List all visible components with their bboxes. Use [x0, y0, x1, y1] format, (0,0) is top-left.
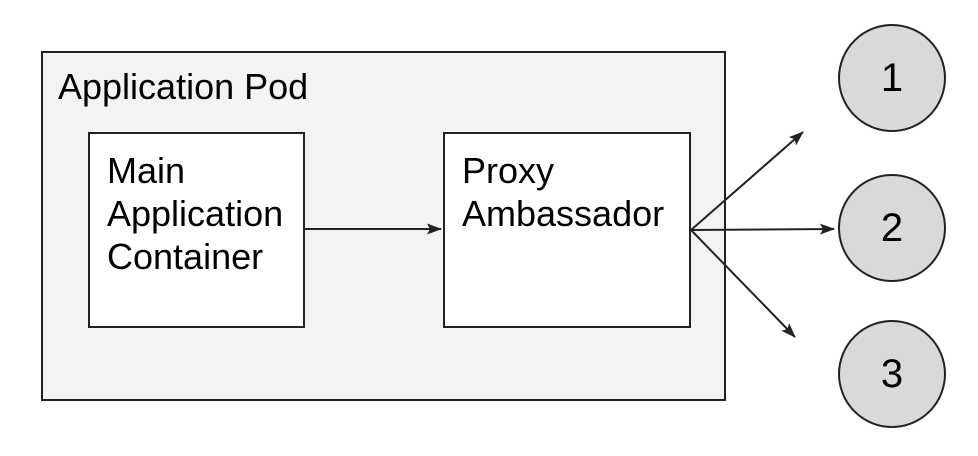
endpoint-2-label: 2: [880, 205, 904, 250]
endpoint-circle-3: 3: [838, 320, 946, 428]
proxy-ambassador-label: Proxy Ambassador: [462, 150, 665, 234]
application-pod-box: Application Pod Main Application Contain…: [41, 51, 726, 401]
endpoint-circle-2: 2: [838, 174, 946, 282]
main-application-container-label: Main Application Container: [107, 150, 284, 277]
endpoint-circle-1: 1: [838, 24, 946, 132]
main-application-container-node: Main Application Container: [88, 132, 305, 328]
endpoint-1-label: 1: [880, 55, 904, 100]
proxy-ambassador-node: Proxy Ambassador: [443, 132, 691, 328]
application-pod-label: Application Pod: [58, 66, 309, 107]
endpoint-3-label: 3: [880, 351, 904, 396]
